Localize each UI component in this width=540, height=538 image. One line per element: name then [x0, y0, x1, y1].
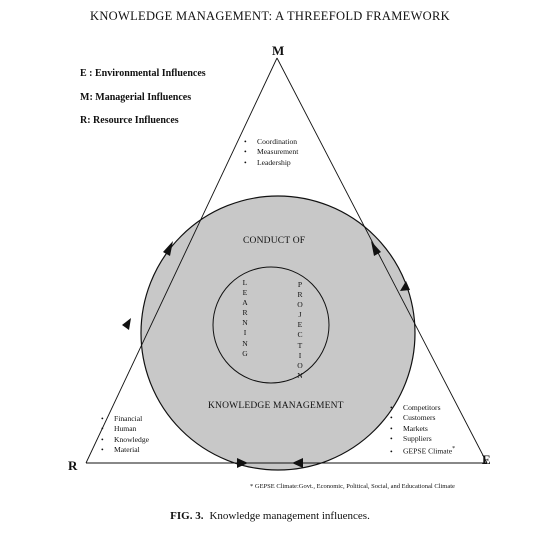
- list-item: Human: [100, 424, 149, 434]
- list-item: Leadership: [243, 158, 298, 168]
- inner-circle: [212, 266, 330, 384]
- legend-environmental: E : Environmental Influences: [80, 68, 206, 79]
- projection-letter: E: [297, 320, 303, 330]
- projection-letter: J: [298, 310, 302, 320]
- legend-managerial: M: Managerial Influences: [80, 92, 192, 103]
- projection-letter: C: [297, 330, 303, 340]
- learning-letter: R: [242, 308, 248, 318]
- gepse-footnote: * GEPSE Climate:Govt., Economic, Politic…: [250, 483, 455, 490]
- projection-letter: T: [297, 340, 303, 350]
- list-item: Markets: [389, 424, 455, 434]
- list-item: Suppliers: [389, 434, 455, 444]
- figure-number: FIG. 3.: [170, 510, 204, 522]
- projection-letter: O: [297, 300, 303, 310]
- list-item: Competitors: [389, 403, 455, 413]
- gepse-footnote-marker: *: [452, 446, 456, 453]
- edge-m-e: [276, 57, 488, 464]
- learning-letter: A: [242, 298, 248, 308]
- managerial-influences-list: Coordination Measurement Leadership: [243, 137, 298, 168]
- arrowhead-r-inner: [122, 318, 131, 330]
- list-item: Customers: [389, 413, 455, 423]
- environmental-influences-list: Competitors Customers Markets Suppliers …: [389, 403, 455, 457]
- arrowhead-m-e-outer: [371, 241, 381, 256]
- legend-resource: R: Resource Influences: [80, 115, 179, 126]
- outer-circle: [140, 195, 416, 471]
- learning-letter: N: [242, 318, 248, 328]
- arrowhead-m-r-outer: [163, 241, 173, 256]
- arrowhead-e-inner: [400, 281, 410, 291]
- diagram-title: KNOWLEDGE MANAGEMENT: A THREEFOLD FRAMEW…: [90, 9, 450, 23]
- learning-letter: I: [243, 328, 247, 338]
- projection-letter: P: [297, 280, 303, 289]
- circle-top-label: CONDUCT OF: [243, 236, 306, 246]
- list-item: Coordination: [243, 137, 298, 147]
- projection-letter: N: [297, 370, 303, 380]
- vertex-e-label: E: [482, 452, 491, 467]
- learning-letter: N: [242, 338, 248, 348]
- vertex-r-label: R: [68, 458, 78, 473]
- figure-caption-text: Knowledge management influences.: [209, 510, 370, 522]
- list-item: Financial: [100, 414, 149, 424]
- projection-letter: R: [297, 290, 303, 300]
- list-item: GEPSE Climate*: [389, 444, 455, 457]
- circle-bottom-label: KNOWLEDGE MANAGEMENT: [208, 401, 344, 411]
- learning-letter: E: [242, 288, 248, 298]
- list-item: Material: [100, 445, 149, 455]
- learning-letter: L: [242, 278, 248, 287]
- vertex-m-label: M: [272, 43, 285, 58]
- gepse-climate-label: GEPSE Climate: [403, 446, 453, 456]
- edge-m-r: [85, 57, 278, 464]
- arrowhead-bottom-right: [292, 458, 303, 468]
- resource-influences-list: Financial Human Knowledge Material: [100, 414, 149, 455]
- arrowhead-bottom-left: [237, 458, 248, 468]
- projection-letter: I: [298, 350, 302, 360]
- list-item: Knowledge: [100, 435, 149, 445]
- projection-letter: O: [297, 360, 303, 370]
- figure-caption: FIG. 3. Knowledge management influences.: [0, 511, 540, 522]
- list-item: Measurement: [243, 147, 298, 157]
- learning-letter: G: [242, 348, 248, 358]
